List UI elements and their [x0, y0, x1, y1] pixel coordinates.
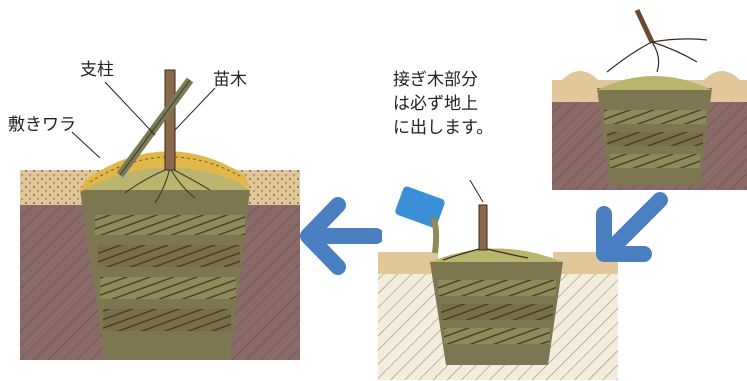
step-3-stake-and-mulch: [0, 40, 300, 370]
seedling-icon: [606, 8, 708, 73]
graft-note-line1: 接ぎ木部分: [393, 70, 478, 90]
straw-mulch-label: 敷きワラ: [8, 115, 76, 135]
step-1-dig-pit-and-place-seedling: [552, 0, 747, 190]
graft-note-line2: は必ず地上: [393, 94, 478, 114]
down-left-arrow-icon: [590, 190, 670, 270]
left-arrow-icon: [296, 195, 382, 277]
support-post-label: 支柱: [80, 60, 114, 80]
water-bucket-icon: [395, 186, 445, 254]
seedling-label: 苗木: [213, 70, 247, 90]
graft-note-line3: に出します。: [393, 118, 494, 138]
step-2-water-and-backfill: [378, 180, 618, 380]
